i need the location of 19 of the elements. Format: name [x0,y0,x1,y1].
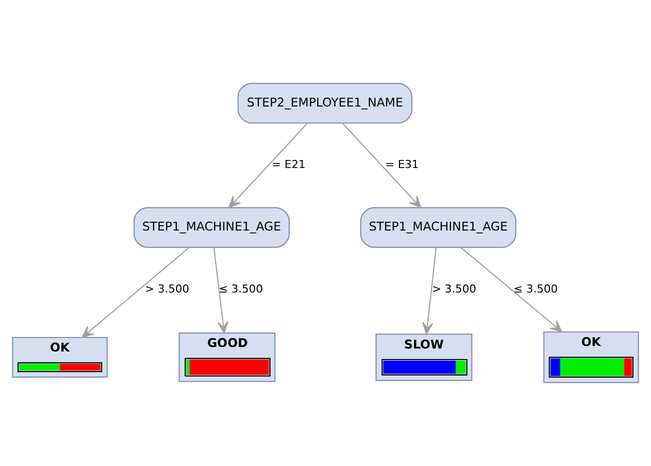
edge-label: = E21 [272,158,306,172]
node-box: OK [12,336,108,378]
edge-label: = E31 [385,158,419,172]
arrow [460,247,562,332]
edge-label: ≤ 3.500 [218,282,263,296]
edge-label: > 3.500 [432,282,476,296]
edge-label: ≤ 3.500 [513,282,558,296]
arrow [422,247,437,334]
node-box: SLOW [376,334,472,381]
arrow [82,247,190,338]
arrow [213,247,228,334]
node-box: STEP1_MACHINE1_AGE [134,207,290,248]
arrow [228,123,308,208]
node-box: STEP1_MACHINE1_AGE [360,207,516,248]
node-box: GOOD [178,332,276,382]
arrow [342,123,422,208]
node-box: OK [543,331,639,384]
edge-label: > 3.500 [144,282,190,296]
node-box: STEP2_EMPLOYEE1_NAME [238,82,412,124]
